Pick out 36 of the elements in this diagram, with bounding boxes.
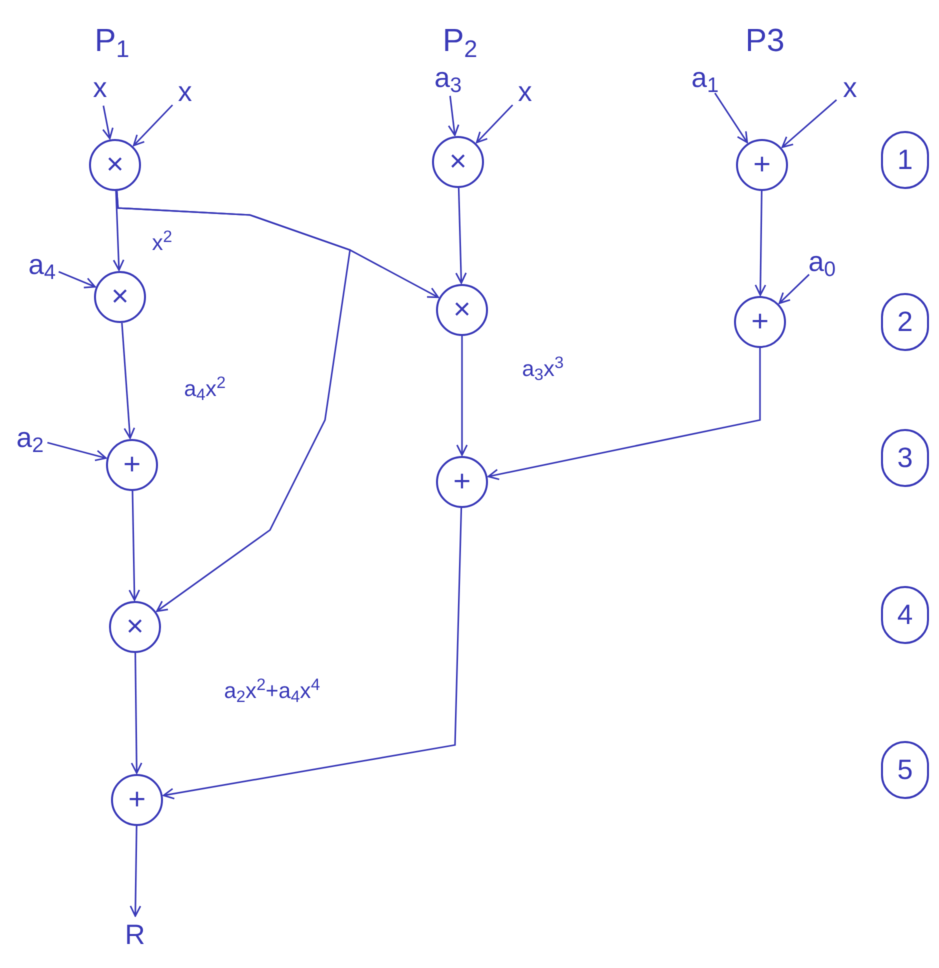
arrow [456, 336, 468, 456]
arrow [47, 442, 107, 462]
input-variable: x [843, 74, 857, 102]
arrow [112, 190, 124, 271]
edge-label: a$_{2}$x$^{2}$+a$_{4}$x$^{4}$ [222, 680, 322, 702]
arrow [116, 190, 351, 612]
arrow [162, 508, 462, 800]
arrow [130, 653, 142, 774]
edge-label: a$_{4}$x$^{2}$ [182, 378, 228, 400]
arrow [102, 106, 114, 140]
arrow [132, 104, 174, 146]
column-heading: P$_{1}$ [94, 24, 130, 56]
arrow [778, 274, 810, 304]
arrow [476, 104, 514, 144]
arrow [455, 188, 467, 284]
column-heading: P3 [745, 24, 785, 56]
input-variable: a$_{3}$ [434, 64, 462, 92]
arrow [782, 99, 838, 148]
input-variable: a$_{0}$ [808, 248, 836, 276]
arrow [128, 490, 140, 601]
edge-label: a$_{3}$x$^{3}$ [520, 358, 566, 380]
input-variable: x [178, 78, 192, 106]
arrow [448, 96, 460, 136]
input-variable: a$_{4}$ [28, 251, 56, 279]
input-variable: a$_{1}$ [691, 64, 719, 92]
input-variable: a$_{2}$ [16, 424, 44, 452]
arrow [58, 271, 96, 288]
input-variable: x [518, 78, 532, 106]
input-variable: x [93, 74, 107, 102]
input-variable: R [124, 921, 146, 949]
column-heading: P$_{2}$ [442, 24, 478, 56]
arrow [754, 190, 766, 296]
arrow [488, 348, 761, 480]
arrow [714, 92, 748, 144]
arrow [130, 826, 142, 917]
arrow [121, 322, 136, 439]
